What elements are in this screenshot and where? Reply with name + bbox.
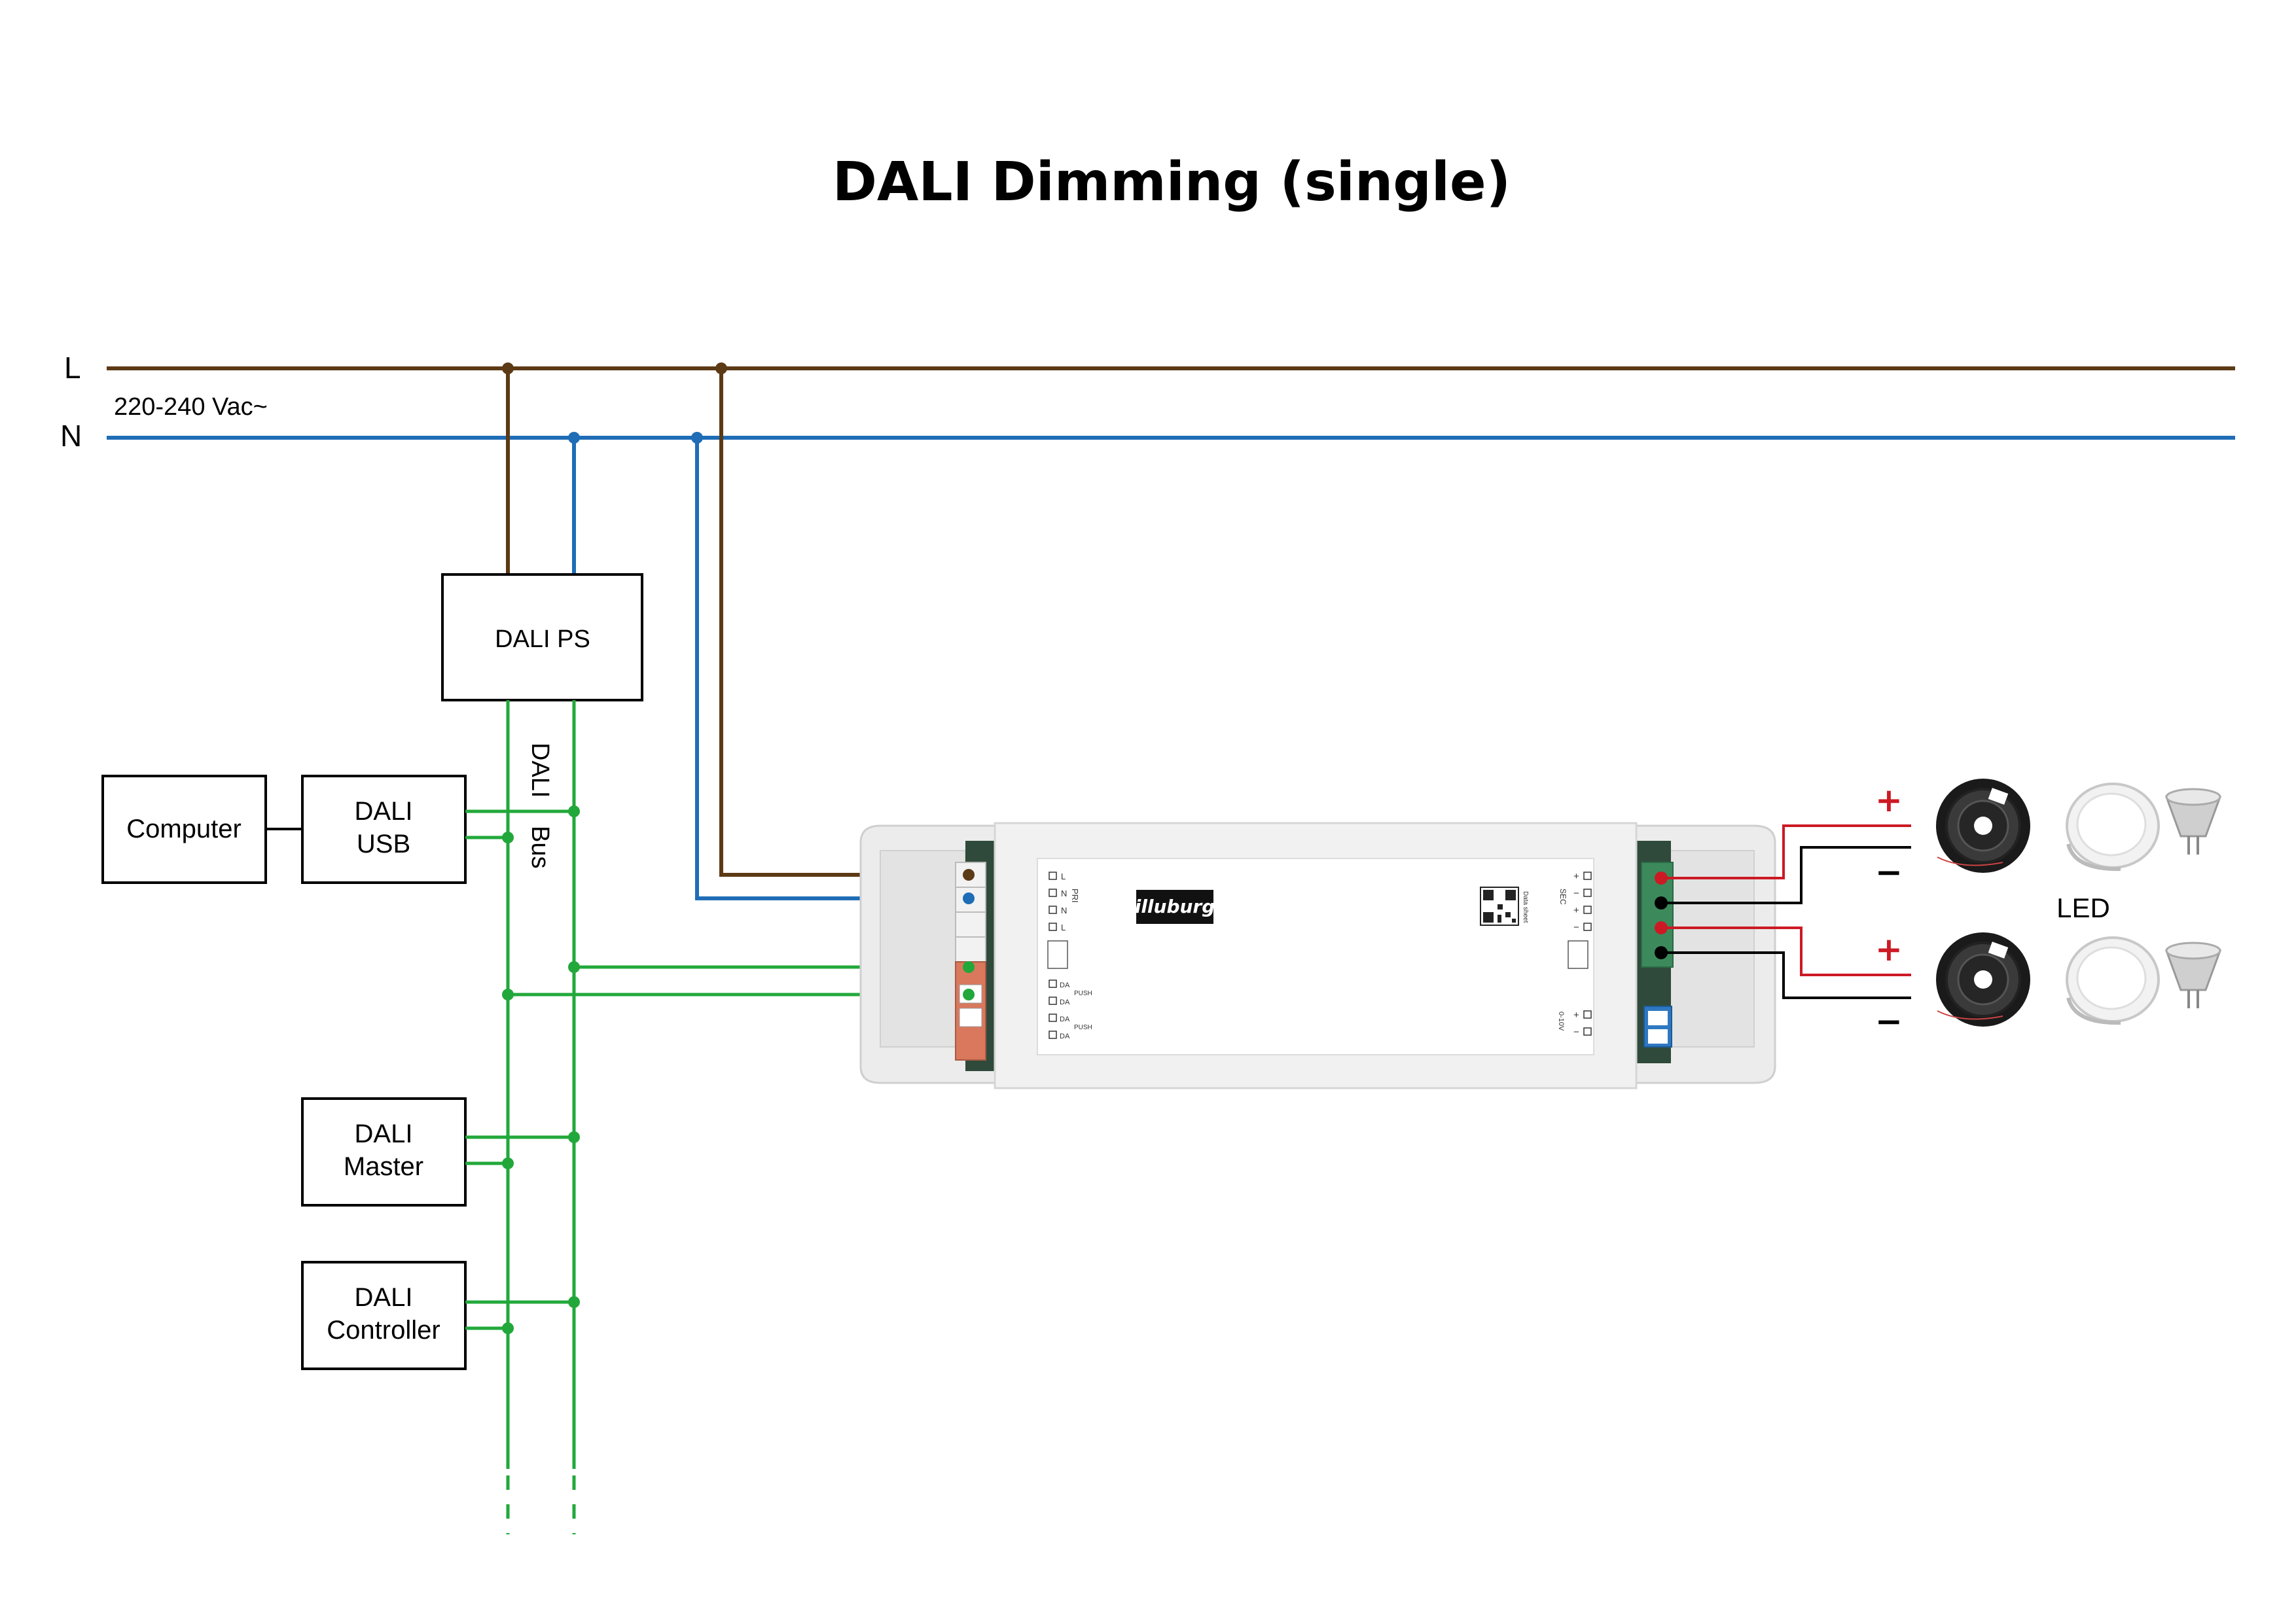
sec-terminal-2: − <box>1573 888 1579 899</box>
output-1-minus: − <box>1875 853 1903 891</box>
terminal-dot <box>963 892 975 904</box>
junction-dot <box>568 961 580 973</box>
sec-label: SEC <box>1558 889 1568 905</box>
junction-dot <box>502 1322 514 1334</box>
dali-bus-label-1: DALI <box>526 743 554 798</box>
v010-terminal-2: − <box>1573 1027 1579 1038</box>
led-strip-reel-icon <box>1936 779 2030 873</box>
terminal-dot <box>963 989 975 1000</box>
sec-terminal-1: + <box>1573 871 1579 882</box>
junction-dot <box>502 989 514 1000</box>
computer-label: Computer <box>126 815 242 843</box>
junction-dot <box>568 1296 580 1308</box>
mr16-lamp-icon <box>2164 788 2222 855</box>
sec-spec-box <box>1568 940 1588 969</box>
dali-master-label-line1: DALI <box>355 1120 413 1148</box>
downlight-icon <box>2066 783 2160 872</box>
junction-dot <box>568 432 580 444</box>
output-1-negative-wire <box>1661 846 1911 904</box>
voltage-label: 220-240 Vac~ <box>114 393 268 421</box>
sec-terminal-3: + <box>1573 905 1579 916</box>
brand-logo <box>1136 890 1213 924</box>
led-driver: L N N L PRI DA DA DA DA PUSH PUSH illubu… <box>859 822 1776 1089</box>
junction-dot <box>568 805 580 817</box>
pri-terminal-4: L <box>1061 923 1066 932</box>
diagram-title: DALI Dimming (single) <box>833 151 1511 213</box>
right-cap-ribs <box>1668 850 1755 1048</box>
dali-controller-label-line1: DALI <box>355 1283 413 1312</box>
junction-dot <box>502 1157 514 1169</box>
qr-code-icon <box>1480 887 1519 926</box>
sec-terminal-4: − <box>1573 922 1579 933</box>
junction-dot <box>691 432 703 444</box>
line-label: L <box>64 351 81 385</box>
left-cap-ribs <box>880 850 966 1048</box>
junction-dot <box>502 832 514 843</box>
push-label-2: PUSH <box>1074 1024 1092 1031</box>
output-2-plus: + <box>1875 930 1903 968</box>
dali-terminal-2: DA <box>1060 998 1070 1006</box>
downlight-icon <box>2066 936 2160 1025</box>
v010-terminal-1: + <box>1573 1010 1579 1021</box>
pri-label: PRI <box>1070 889 1080 903</box>
dali-usb-label-line1: DALI <box>355 797 413 826</box>
dali-terminal-4: DA <box>1060 1033 1070 1040</box>
neutral-label: N <box>60 419 82 453</box>
dali-master-label-line2: Master <box>344 1152 423 1181</box>
brand-logo-text: illuburg <box>1135 896 1215 917</box>
dali-master-box <box>301 1097 467 1207</box>
dali-usb-box <box>301 775 467 884</box>
qr-caption: Data sheet <box>1522 891 1529 923</box>
dali-bus-label-2: Bus <box>526 826 554 868</box>
output-2-negative-wire <box>1661 951 1911 999</box>
dali-ps-label: DALI PS <box>495 626 590 653</box>
dali-usb-label-line2: USB <box>357 830 410 858</box>
led-strip-reel-icon <box>1936 932 2030 1027</box>
terminal-dot <box>963 961 975 973</box>
led-label: LED <box>2056 892 2110 923</box>
dali-controller-label-line2: Controller <box>327 1316 440 1345</box>
pri-spec-box <box>1047 940 1068 969</box>
dali-terminal-3: DA <box>1060 1015 1070 1023</box>
pri-terminal-3: N <box>1061 906 1067 915</box>
output-1-plus: + <box>1875 781 1903 819</box>
terminal-dot <box>963 869 975 881</box>
output-2-minus: − <box>1875 1002 1903 1040</box>
output-2-positive-wire <box>1661 927 1911 976</box>
dali-terminal-1: DA <box>1060 981 1070 989</box>
output-1-positive-wire <box>1661 824 1911 879</box>
pri-terminal-2: N <box>1061 889 1067 898</box>
junction-dot <box>502 362 514 374</box>
computer-box <box>101 775 267 884</box>
dali-ps-box <box>441 573 643 701</box>
dali-controller-box <box>301 1261 467 1370</box>
v010-label: 0-10V <box>1557 1012 1565 1031</box>
mr16-lamp-icon <box>2164 942 2222 1008</box>
junction-dot <box>568 1131 580 1143</box>
driver-line-wire <box>719 368 969 877</box>
push-label-1: PUSH <box>1074 990 1092 997</box>
junction-dot <box>715 362 727 374</box>
pri-terminal-1: L <box>1061 872 1066 881</box>
